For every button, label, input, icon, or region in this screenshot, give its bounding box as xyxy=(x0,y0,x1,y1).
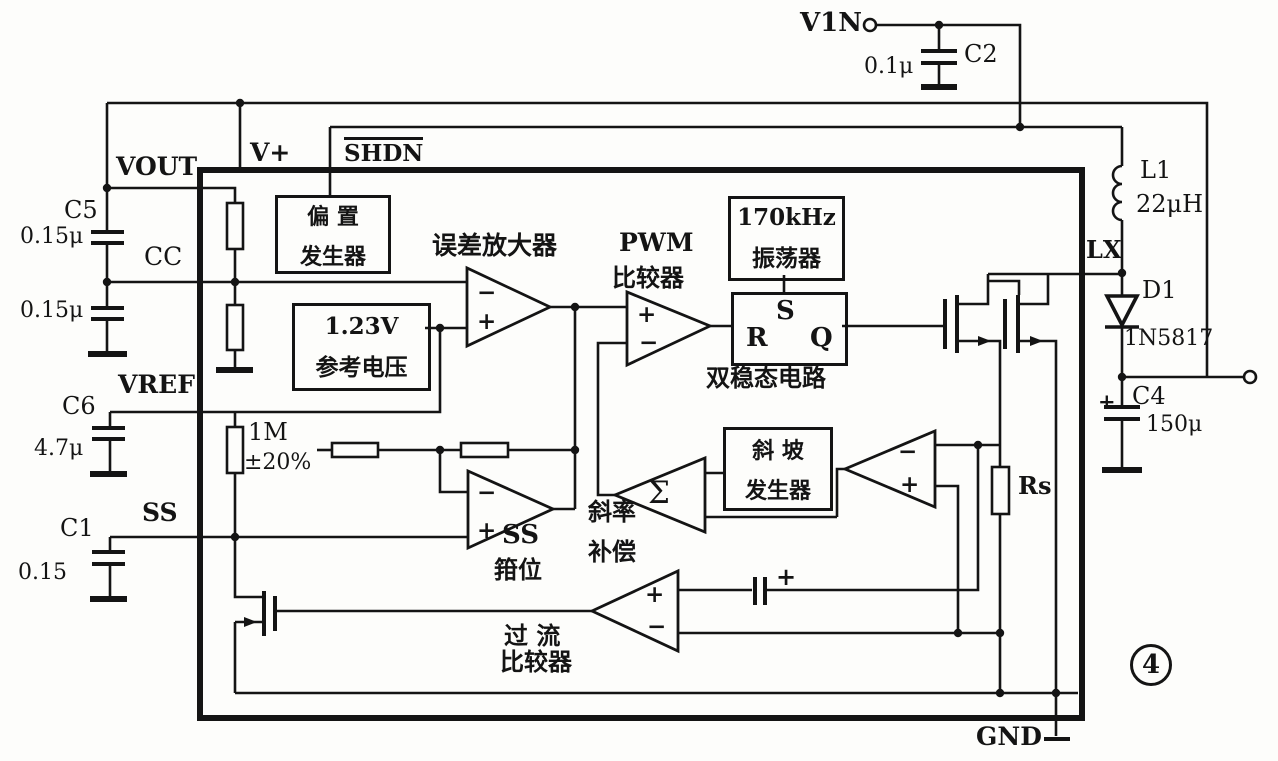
bistable-q: Q xyxy=(810,323,833,353)
vplus-label: V+ xyxy=(250,138,291,167)
ss-clamp-minus: − xyxy=(477,479,497,506)
cc-label: CC xyxy=(144,242,183,271)
sum-triangle xyxy=(611,455,707,535)
d1-value: 1N5817 xyxy=(1124,326,1214,351)
sense-amp-minus: − xyxy=(898,438,918,465)
c2-name: C2 xyxy=(964,40,998,68)
mosfet-bars xyxy=(262,295,1020,636)
bistable-r: R xyxy=(746,323,768,353)
ss-clamp-line1: SS xyxy=(502,520,539,550)
resistors xyxy=(225,201,1011,516)
mosfet-arrows xyxy=(244,336,1043,627)
sense-amp-triangle xyxy=(841,428,937,510)
sigma-symbol: Σ xyxy=(648,475,670,511)
vref-label: VREF xyxy=(118,370,195,399)
vin-terminal xyxy=(862,17,878,33)
bistable-s: S xyxy=(776,296,795,326)
wire-oc-plus xyxy=(767,445,980,592)
sense-amp-plus: + xyxy=(900,471,920,498)
gnd-label: GND xyxy=(976,722,1042,751)
junction-dots xyxy=(102,20,1127,698)
bias-generator-block: 偏 置 发生器 xyxy=(275,195,391,274)
ground-bars xyxy=(88,84,1142,741)
lx-label: LX xyxy=(1086,235,1122,264)
vout-label: VOUT xyxy=(116,152,198,181)
bias-line1: 偏 置 xyxy=(307,203,359,230)
figure-number-badge: 4 xyxy=(1130,644,1172,686)
wire-ssfet-drain xyxy=(233,537,264,599)
oc-comparator-line1: 过 流 xyxy=(504,621,561,650)
c6-name: C6 xyxy=(62,392,96,420)
capacitor-plates xyxy=(91,49,1140,605)
vin-label: V1N xyxy=(800,8,863,38)
c4-polarity: + xyxy=(1098,389,1116,414)
ramp-line1: 斜 坡 xyxy=(752,438,804,464)
amp-triangles xyxy=(465,265,937,654)
wire-vin-row xyxy=(876,23,1022,127)
cc-cap-value: 0.15μ xyxy=(20,298,84,323)
inductor-coil xyxy=(1111,164,1123,222)
osc-line1: 170kHz xyxy=(737,204,836,231)
ref-line1: 1.23V xyxy=(324,312,399,340)
error-amp-label: 误差放大器 xyxy=(432,231,558,260)
rs-name: Rs xyxy=(1018,471,1052,500)
reference-block: 1.23V 参考电压 xyxy=(292,303,431,391)
diode-symbol xyxy=(1104,294,1140,329)
ramp-generator-block: 斜 坡 发生器 xyxy=(723,427,833,511)
l1-value: 22μH xyxy=(1136,190,1204,218)
oc-comparator-plus: + xyxy=(645,581,665,608)
r-feedback-tolerance: ±20% xyxy=(244,450,312,475)
c5-name: C5 xyxy=(64,196,98,224)
pwm-label-line1: PWM xyxy=(619,228,694,257)
oc-comparator-line2: 比较器 xyxy=(500,647,572,676)
error-amp-minus: − xyxy=(477,279,497,306)
pwm-label-line2: 比较器 xyxy=(612,263,684,292)
c4-value: 150μ xyxy=(1146,412,1203,437)
c1-value: 0.15 xyxy=(18,560,67,585)
wire-top-rail xyxy=(107,101,1209,377)
wire-vref-row xyxy=(110,328,442,414)
d1-name: D1 xyxy=(1142,276,1177,304)
oc-cap-polarity: + xyxy=(776,562,797,591)
wire-sigma-out xyxy=(596,341,627,497)
pwm-comparator-triangle xyxy=(625,289,714,368)
bias-line2: 发生器 xyxy=(299,243,366,270)
bistable-block xyxy=(731,292,848,366)
oscillator-block: 170kHz 振荡器 xyxy=(728,196,845,281)
wire-vout-row xyxy=(107,186,237,203)
osc-line2: 振荡器 xyxy=(752,245,821,272)
ic-outline xyxy=(197,167,1085,721)
error-amp-triangle xyxy=(465,265,554,349)
c1-name: C1 xyxy=(60,514,94,542)
c4-name: C4 xyxy=(1132,382,1166,410)
oc-comparator-triangle xyxy=(588,568,680,654)
slope-comp-line1: 斜率 xyxy=(588,497,636,526)
ss-clamp-triangle xyxy=(466,468,557,551)
ss-label: SS xyxy=(142,498,178,527)
shdn-label: SHDN xyxy=(344,137,424,165)
c6-value: 4.7μ xyxy=(34,436,84,461)
pwm-minus: − xyxy=(639,329,659,356)
bistable-label: 双稳态电路 xyxy=(706,363,826,392)
ref-line2: 参考电压 xyxy=(315,353,408,381)
ss-clamp-line2: 箝位 xyxy=(494,555,542,584)
ramp-line2: 发生器 xyxy=(744,478,811,504)
l1-name: L1 xyxy=(1140,156,1172,184)
pwm-plus: + xyxy=(637,301,657,328)
ss-clamp-plus: + xyxy=(477,517,497,544)
slope-comp-line2: 补偿 xyxy=(588,537,636,566)
r-feedback-value: 1M xyxy=(248,418,288,446)
c2-value: 0.1μ xyxy=(864,54,914,79)
c5-value: 0.15μ xyxy=(20,224,84,249)
oc-comparator-minus: − xyxy=(647,613,667,640)
terminal-circles xyxy=(862,17,1258,385)
wire-sense-out xyxy=(835,467,845,517)
figure-number: 4 xyxy=(1141,650,1161,680)
output-terminal xyxy=(1242,369,1258,385)
error-amp-plus: + xyxy=(477,308,497,335)
